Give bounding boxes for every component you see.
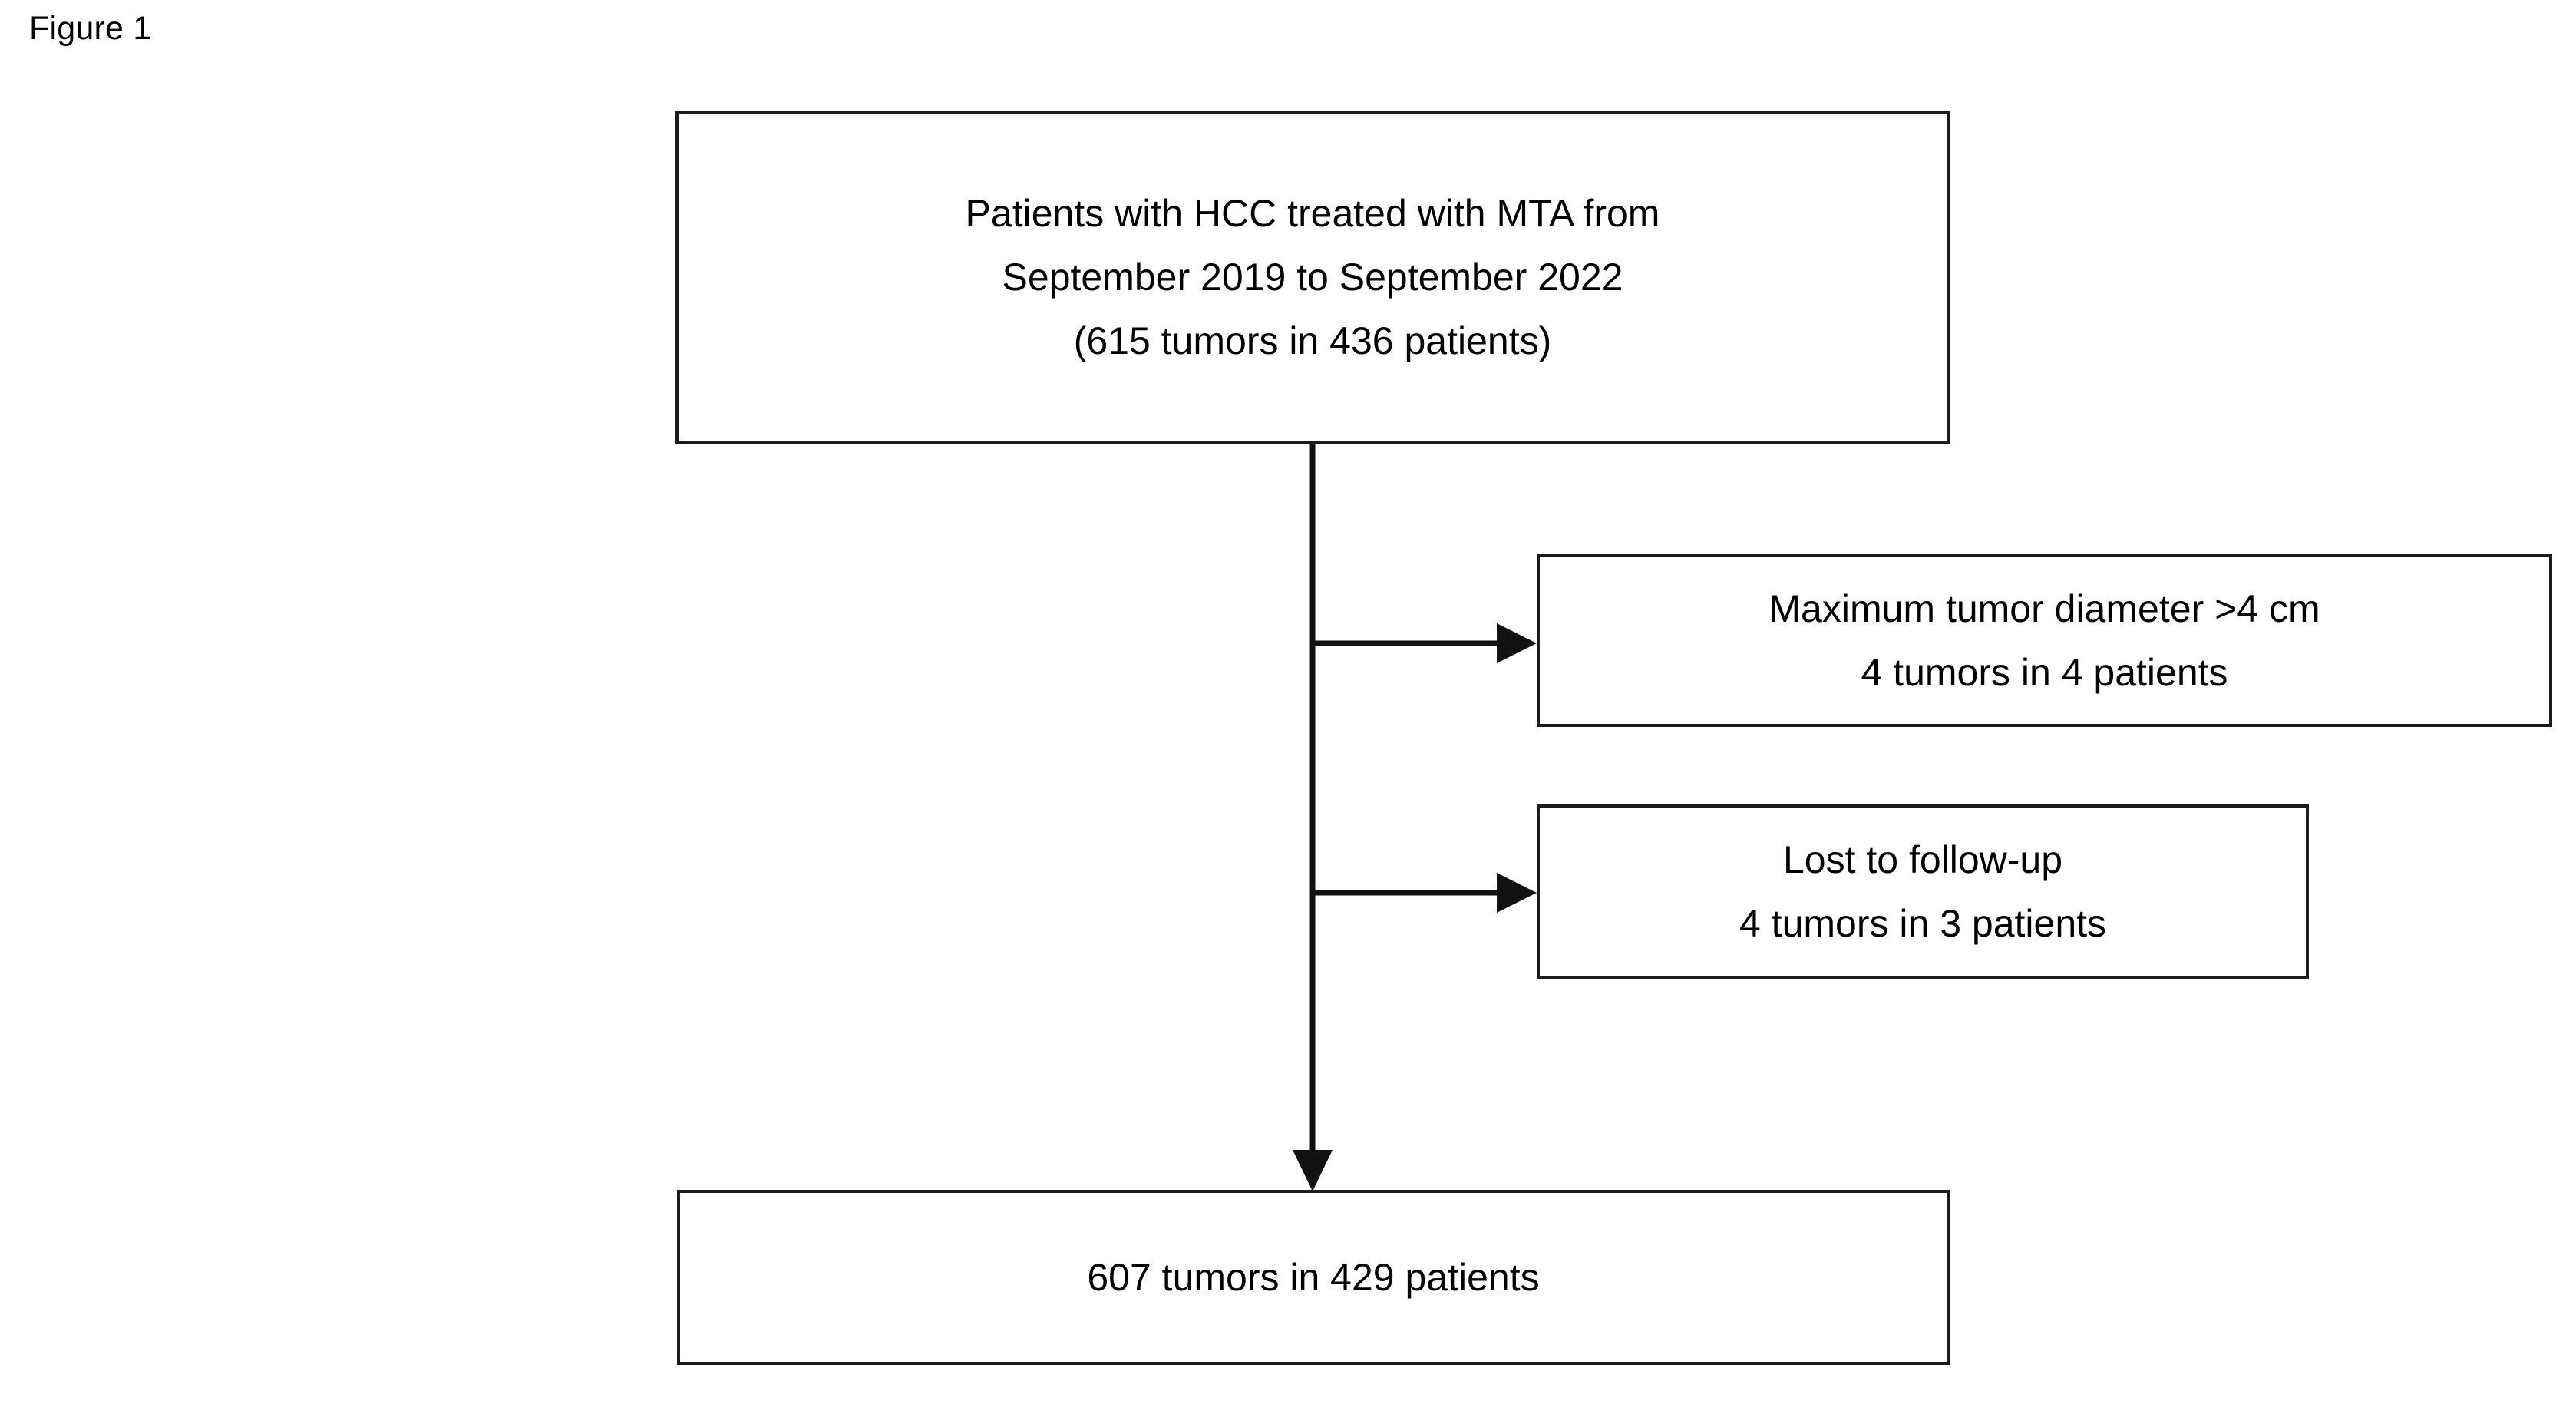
flow-box-exclusion-2-text: Lost to follow-up 4 tumors in 3 patients xyxy=(1739,838,2107,945)
flow-box-exclusion-lost-to-follow-up: Lost to follow-up 4 tumors in 3 patients xyxy=(1537,804,2309,979)
figure-label: Figure 1 xyxy=(29,10,152,47)
connector-cohort-to-final xyxy=(1293,444,1333,1191)
connector-branch-exclusion-1 xyxy=(1313,623,1537,663)
flow-box-cohort: Patients with HCC treated with MTA from … xyxy=(675,111,1950,444)
flow-box-cohort-text: Patients with HCC treated with MTA from … xyxy=(965,192,1660,362)
flow-box-final-cohort: 607 tumors in 429 patients xyxy=(677,1190,1950,1365)
flow-box-exclusion-1-text: Maximum tumor diameter >4 cm 4 tumors in… xyxy=(1769,586,2320,694)
flow-box-exclusion-maximum-tumor-diameter: Maximum tumor diameter >4 cm 4 tumors in… xyxy=(1537,554,2552,727)
connector-branch-exclusion-2 xyxy=(1313,873,1537,913)
flow-box-final-text: 607 tumors in 429 patients xyxy=(1087,1255,1540,1299)
